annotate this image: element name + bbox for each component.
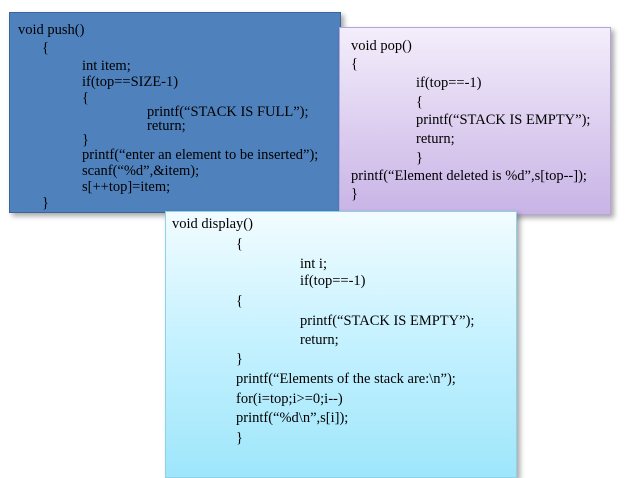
display-code-line: printf(“Elements of the stack are:\n”); (236, 371, 456, 387)
push-function-box (9, 12, 341, 213)
pop-code-line: } (351, 186, 358, 202)
push-code-line: scanf(“%d”,&item); (82, 163, 200, 179)
display-code-line: for(i=top;i>=0;i--) (236, 391, 343, 407)
display-code-line: { (236, 293, 243, 309)
display-code-line: } (236, 351, 243, 367)
display-code-line: } (236, 430, 243, 446)
push-code-line: printf(“STACK IS FULL”); (147, 104, 309, 120)
push-code-line: { (82, 90, 89, 106)
push-code-line: return; (147, 118, 186, 134)
display-code-line: int i; (300, 256, 327, 272)
push-code-line: { (42, 40, 49, 56)
push-code-line: printf(“enter an element to be inserted”… (82, 147, 319, 163)
pop-code-line: printf(“STACK IS EMPTY”); (416, 112, 591, 128)
display-code-line: { (236, 236, 243, 252)
push-code-line: void push() (18, 22, 85, 38)
display-code-line: return; (300, 332, 339, 348)
pop-code-line: { (351, 56, 358, 72)
push-code-line: } (82, 132, 89, 148)
pop-code-line: if(top==-1) (416, 75, 482, 91)
push-code-line: int item; (82, 58, 131, 74)
pop-code-line: printf(“Element deleted is %d”,s[top--])… (351, 168, 587, 184)
pop-code-line: return; (416, 131, 455, 147)
display-code-line: if(top==-1) (300, 273, 366, 289)
pop-code-line: void pop() (351, 38, 412, 54)
pop-code-line: { (416, 94, 423, 110)
pop-code-line: } (416, 150, 423, 166)
display-code-line: printf(“%d\n”,s[i]); (236, 410, 349, 426)
push-code-line: if(top==SIZE-1) (82, 74, 179, 90)
display-code-line: printf(“STACK IS EMPTY”); (300, 313, 475, 329)
push-code-line: s[++top]=item; (82, 179, 171, 195)
push-code-line: } (42, 195, 49, 211)
display-function-box (165, 211, 517, 478)
pop-function-box (339, 27, 611, 215)
display-code-line: void display() (172, 216, 253, 232)
